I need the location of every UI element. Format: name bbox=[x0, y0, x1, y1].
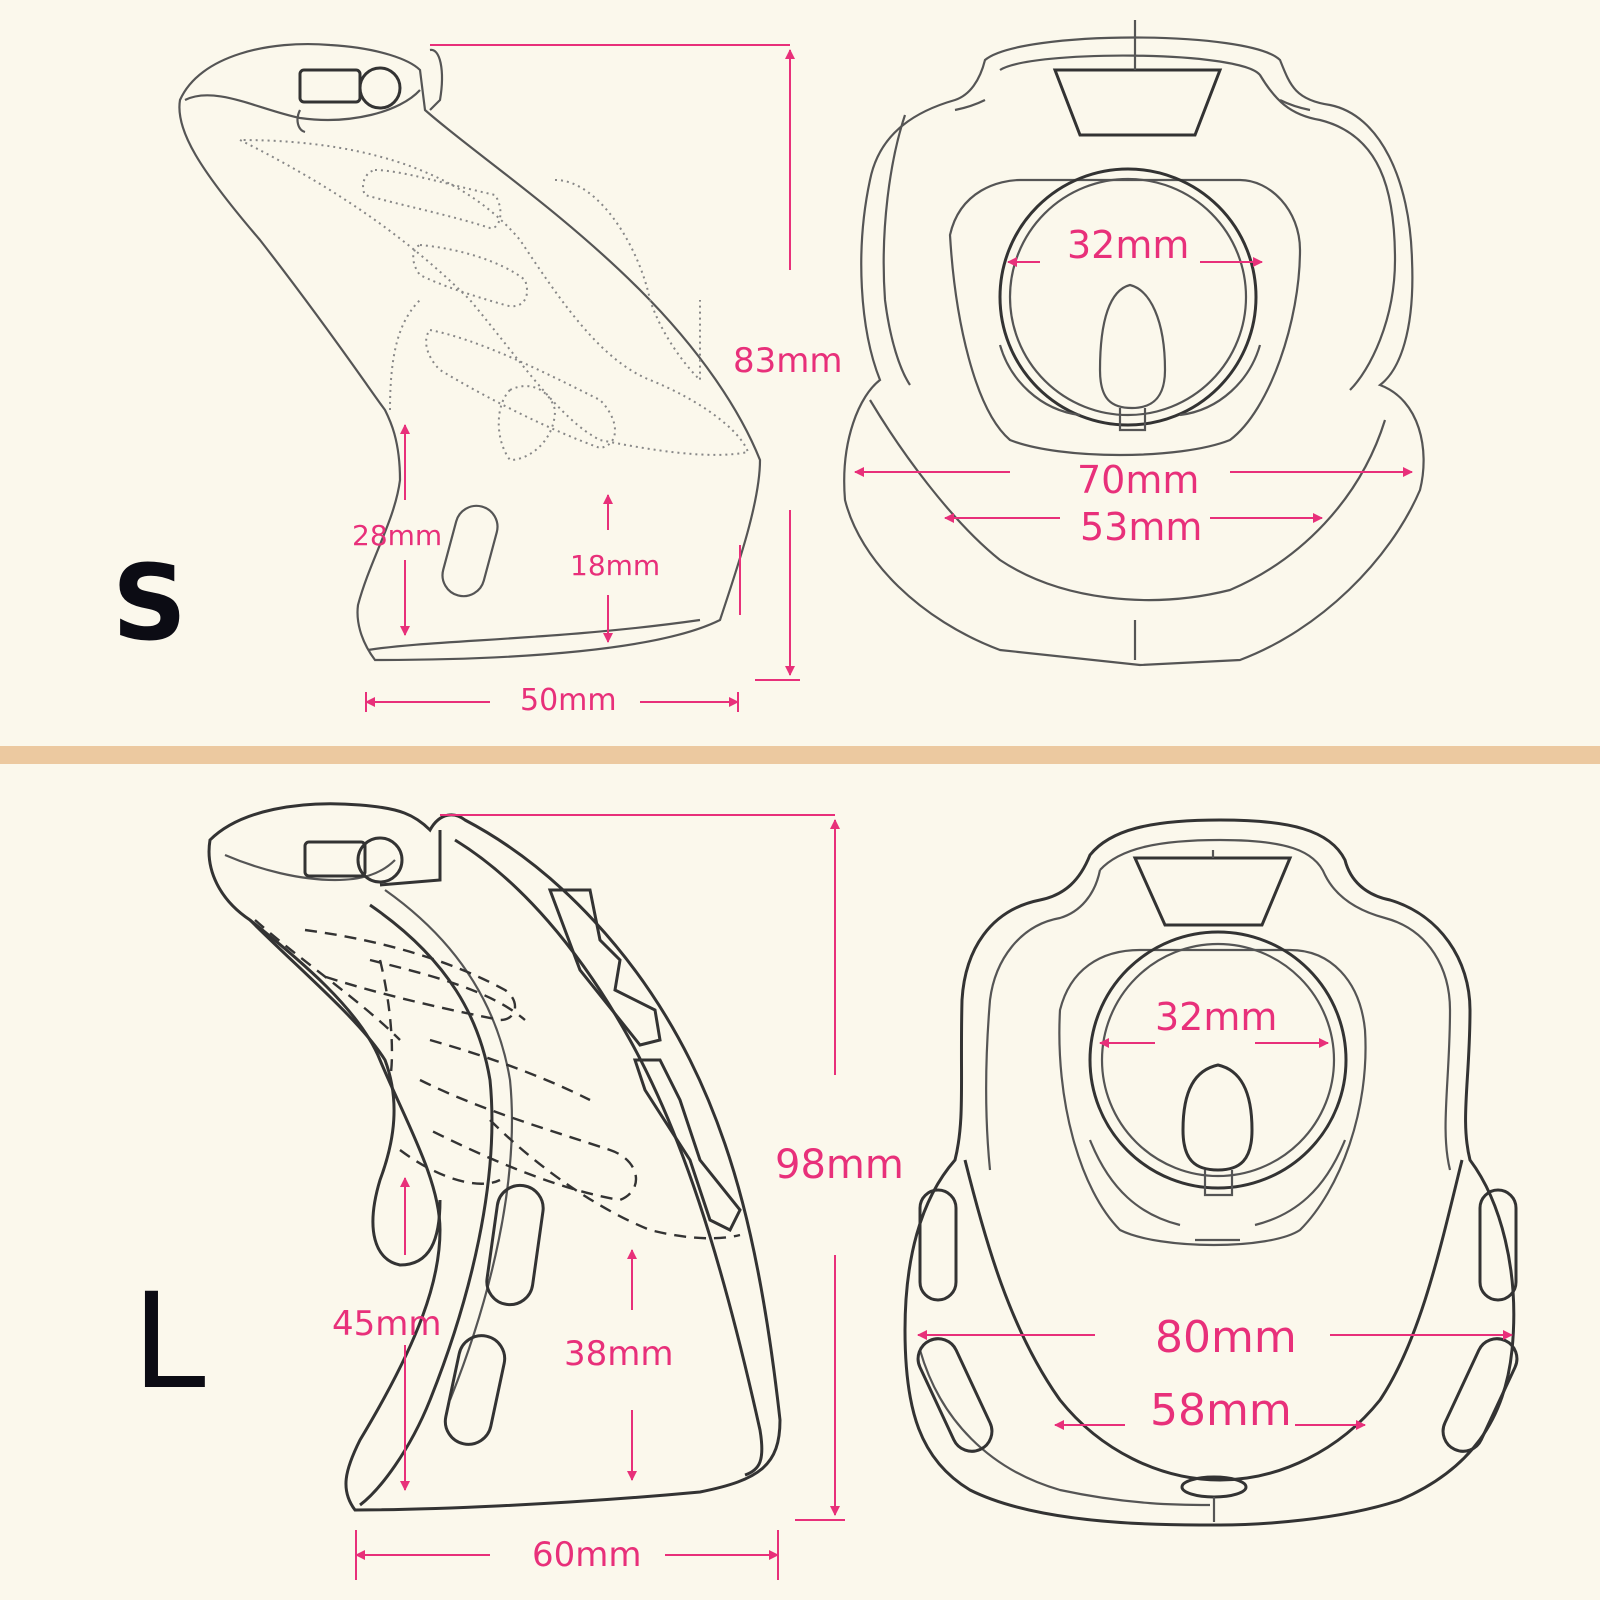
dimension-large-height: 98mm bbox=[775, 1142, 904, 1188]
large-side-view-drawing bbox=[207, 802, 782, 1512]
dimension-large-front-depth: 45mm bbox=[332, 1304, 442, 1344]
small-side-view-drawing bbox=[178, 43, 762, 662]
small-side-dimensions: 83mm 28mm 18mm 50mm bbox=[352, 44, 843, 718]
large-front-view-drawing bbox=[903, 818, 1519, 1527]
small-front-view-drawing bbox=[843, 20, 1425, 667]
large-side-dimensions: 98mm 45mm 38mm 60mm bbox=[332, 814, 904, 1580]
small-front-dimensions: 32mm 70mm 53mm bbox=[854, 223, 1413, 549]
size-label-small: S bbox=[112, 542, 187, 664]
dimension-small-width: 50mm bbox=[520, 683, 617, 718]
section-divider bbox=[0, 746, 1600, 764]
dimension-small-outer-width: 70mm bbox=[1077, 458, 1199, 502]
large-front-dimensions: 32mm 80mm 58mm bbox=[917, 995, 1513, 1436]
size-label-large: L bbox=[132, 1265, 206, 1419]
dimension-large-inner-width: 58mm bbox=[1150, 1385, 1292, 1436]
dimension-large-ring: 32mm bbox=[1155, 995, 1277, 1039]
dimension-large-outer-width: 80mm bbox=[1155, 1312, 1297, 1363]
dimension-small-inner-width: 53mm bbox=[1080, 505, 1202, 549]
dimension-large-inner-depth: 38mm bbox=[564, 1334, 674, 1374]
dimension-small-inner-depth: 18mm bbox=[570, 549, 660, 582]
dimension-small-height: 83mm bbox=[733, 341, 843, 381]
dimension-small-ring: 32mm bbox=[1067, 223, 1189, 267]
dimension-large-width: 60mm bbox=[532, 1535, 642, 1575]
dimension-small-front-depth: 28mm bbox=[352, 519, 442, 552]
